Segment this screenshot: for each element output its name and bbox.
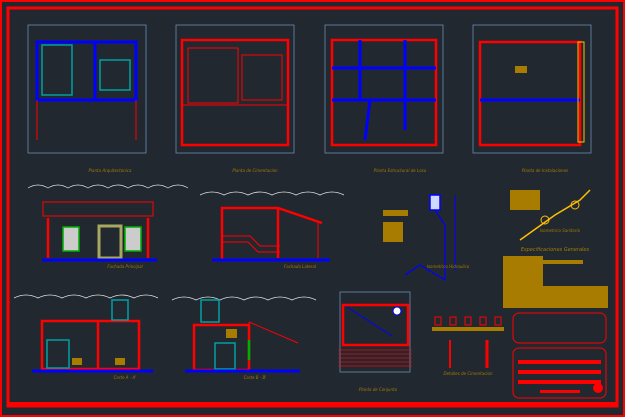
label-fachada-lateral: Fachada Lateral (284, 264, 317, 269)
label-isometrico-hidraulico: Isometrico Hidraulico (427, 264, 470, 269)
planta-conjunto: Planta de Conjunto (338, 291, 412, 392)
fachada-lateral: Fachada Lateral (199, 191, 345, 269)
label-detalles-cimentacion: Detalles de Cimentacion (444, 371, 493, 376)
label-planta-cimentacion: Planta de Cimentacion (232, 168, 278, 173)
fachada-principal: Fachada Principal (27, 184, 189, 269)
title-block (512, 312, 607, 399)
planta-arquitectonica: Planta Arquitectonica (27, 24, 147, 173)
planta-estructural: Planta Estructural de Losa (324, 24, 444, 173)
detalles-cimentacion: Detalles de Cimentacion (432, 316, 504, 376)
label-especificaciones: Especificaciones Generales (521, 247, 590, 253)
label-corte-a: Corte A - A' (114, 375, 137, 380)
label-fachada-principal: Fachada Principal (107, 264, 143, 269)
label-planta-instalaciones: Planta de Instalaciones (522, 168, 568, 173)
corte-b: Corte B - B' (171, 296, 317, 380)
label-planta-estructural: Planta Estructural de Losa (374, 168, 427, 173)
isometrico-sanitario: Isometrico Sanitario (510, 189, 591, 241)
planta-instalaciones: Planta de Instalaciones (472, 24, 592, 173)
corte-a: Corte A - A' (13, 294, 159, 380)
planta-cimentacion: Planta de Cimentacion (175, 24, 295, 173)
label-planta-conjunto: Planta de Conjunto (359, 387, 398, 392)
label-corte-b: Corte B - B' (244, 375, 267, 380)
label-planta-arquitectonica: Planta Arquitectonica (89, 168, 132, 173)
especificaciones-generales: Especificaciones Generales (503, 247, 608, 308)
label-isometrico-sanitario: Isometrico Sanitario (540, 228, 581, 233)
isometrico-hidraulico: Isometrico Hidraulico (383, 194, 470, 282)
